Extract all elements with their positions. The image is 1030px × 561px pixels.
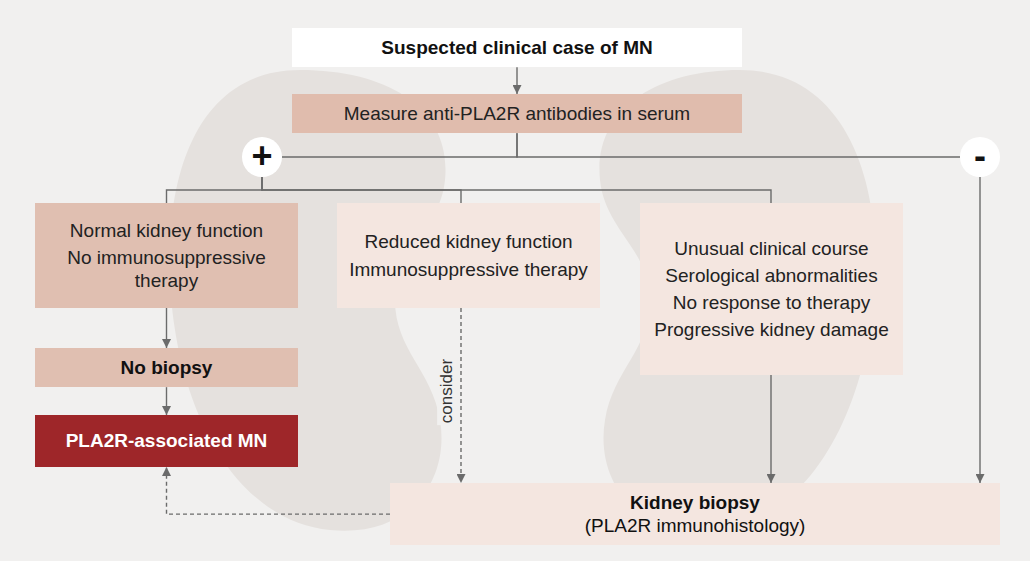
connector bbox=[167, 177, 263, 203]
branch-sign: + bbox=[251, 138, 272, 174]
connector bbox=[979, 177, 980, 483]
process-box: Suspected clinical case of MN bbox=[292, 28, 742, 67]
box-text: Suspected clinical case of MN bbox=[381, 36, 652, 59]
box-text: No biopsy bbox=[121, 356, 213, 379]
box-text: Measure anti-PLA2R antibodies in serum bbox=[344, 102, 690, 125]
process-box: Unusual clinical courseSerological abnor… bbox=[640, 203, 903, 375]
box-text: Unusual clinical course bbox=[674, 237, 868, 260]
connector bbox=[166, 387, 167, 415]
connector bbox=[282, 133, 517, 157]
process-box: No biopsy bbox=[35, 348, 298, 387]
box-text: Progressive kidney damage bbox=[654, 318, 888, 341]
process-box: Reduced kidney functionImmunosuppressive… bbox=[337, 203, 600, 308]
connector bbox=[166, 308, 167, 348]
connector bbox=[167, 467, 391, 514]
box-text: (PLA2R immunohistology) bbox=[585, 514, 806, 537]
connector bbox=[262, 177, 771, 203]
process-box: Normal kidney function No immunosuppressi… bbox=[35, 203, 298, 308]
box-text: Kidney biopsy bbox=[630, 491, 760, 514]
process-box: Kidney biopsy(PLA2R immunohistology) bbox=[390, 483, 1000, 545]
process-box: PLA2R-associated MN bbox=[35, 415, 298, 467]
box-text: No response to therapy bbox=[673, 291, 871, 314]
box-text: Normal kidney function bbox=[70, 219, 263, 242]
process-box: Measure anti-PLA2R antibodies in serum bbox=[292, 94, 742, 133]
branch-circle: - bbox=[960, 137, 1000, 177]
box-text: No immunosuppressive therapy bbox=[47, 246, 286, 292]
box-text: Immunosuppressive therapy bbox=[349, 258, 588, 281]
connector bbox=[770, 375, 771, 483]
branch-circle: + bbox=[242, 137, 282, 177]
connector bbox=[517, 133, 960, 157]
box-text: Serological abnormalities bbox=[665, 264, 877, 287]
box-text: Reduced kidney function bbox=[364, 230, 572, 253]
box-text: PLA2R-associated MN bbox=[66, 429, 268, 452]
connector bbox=[460, 308, 461, 483]
branch-sign: - bbox=[974, 138, 986, 174]
edge-label: consider bbox=[437, 356, 457, 424]
connector bbox=[516, 67, 517, 94]
